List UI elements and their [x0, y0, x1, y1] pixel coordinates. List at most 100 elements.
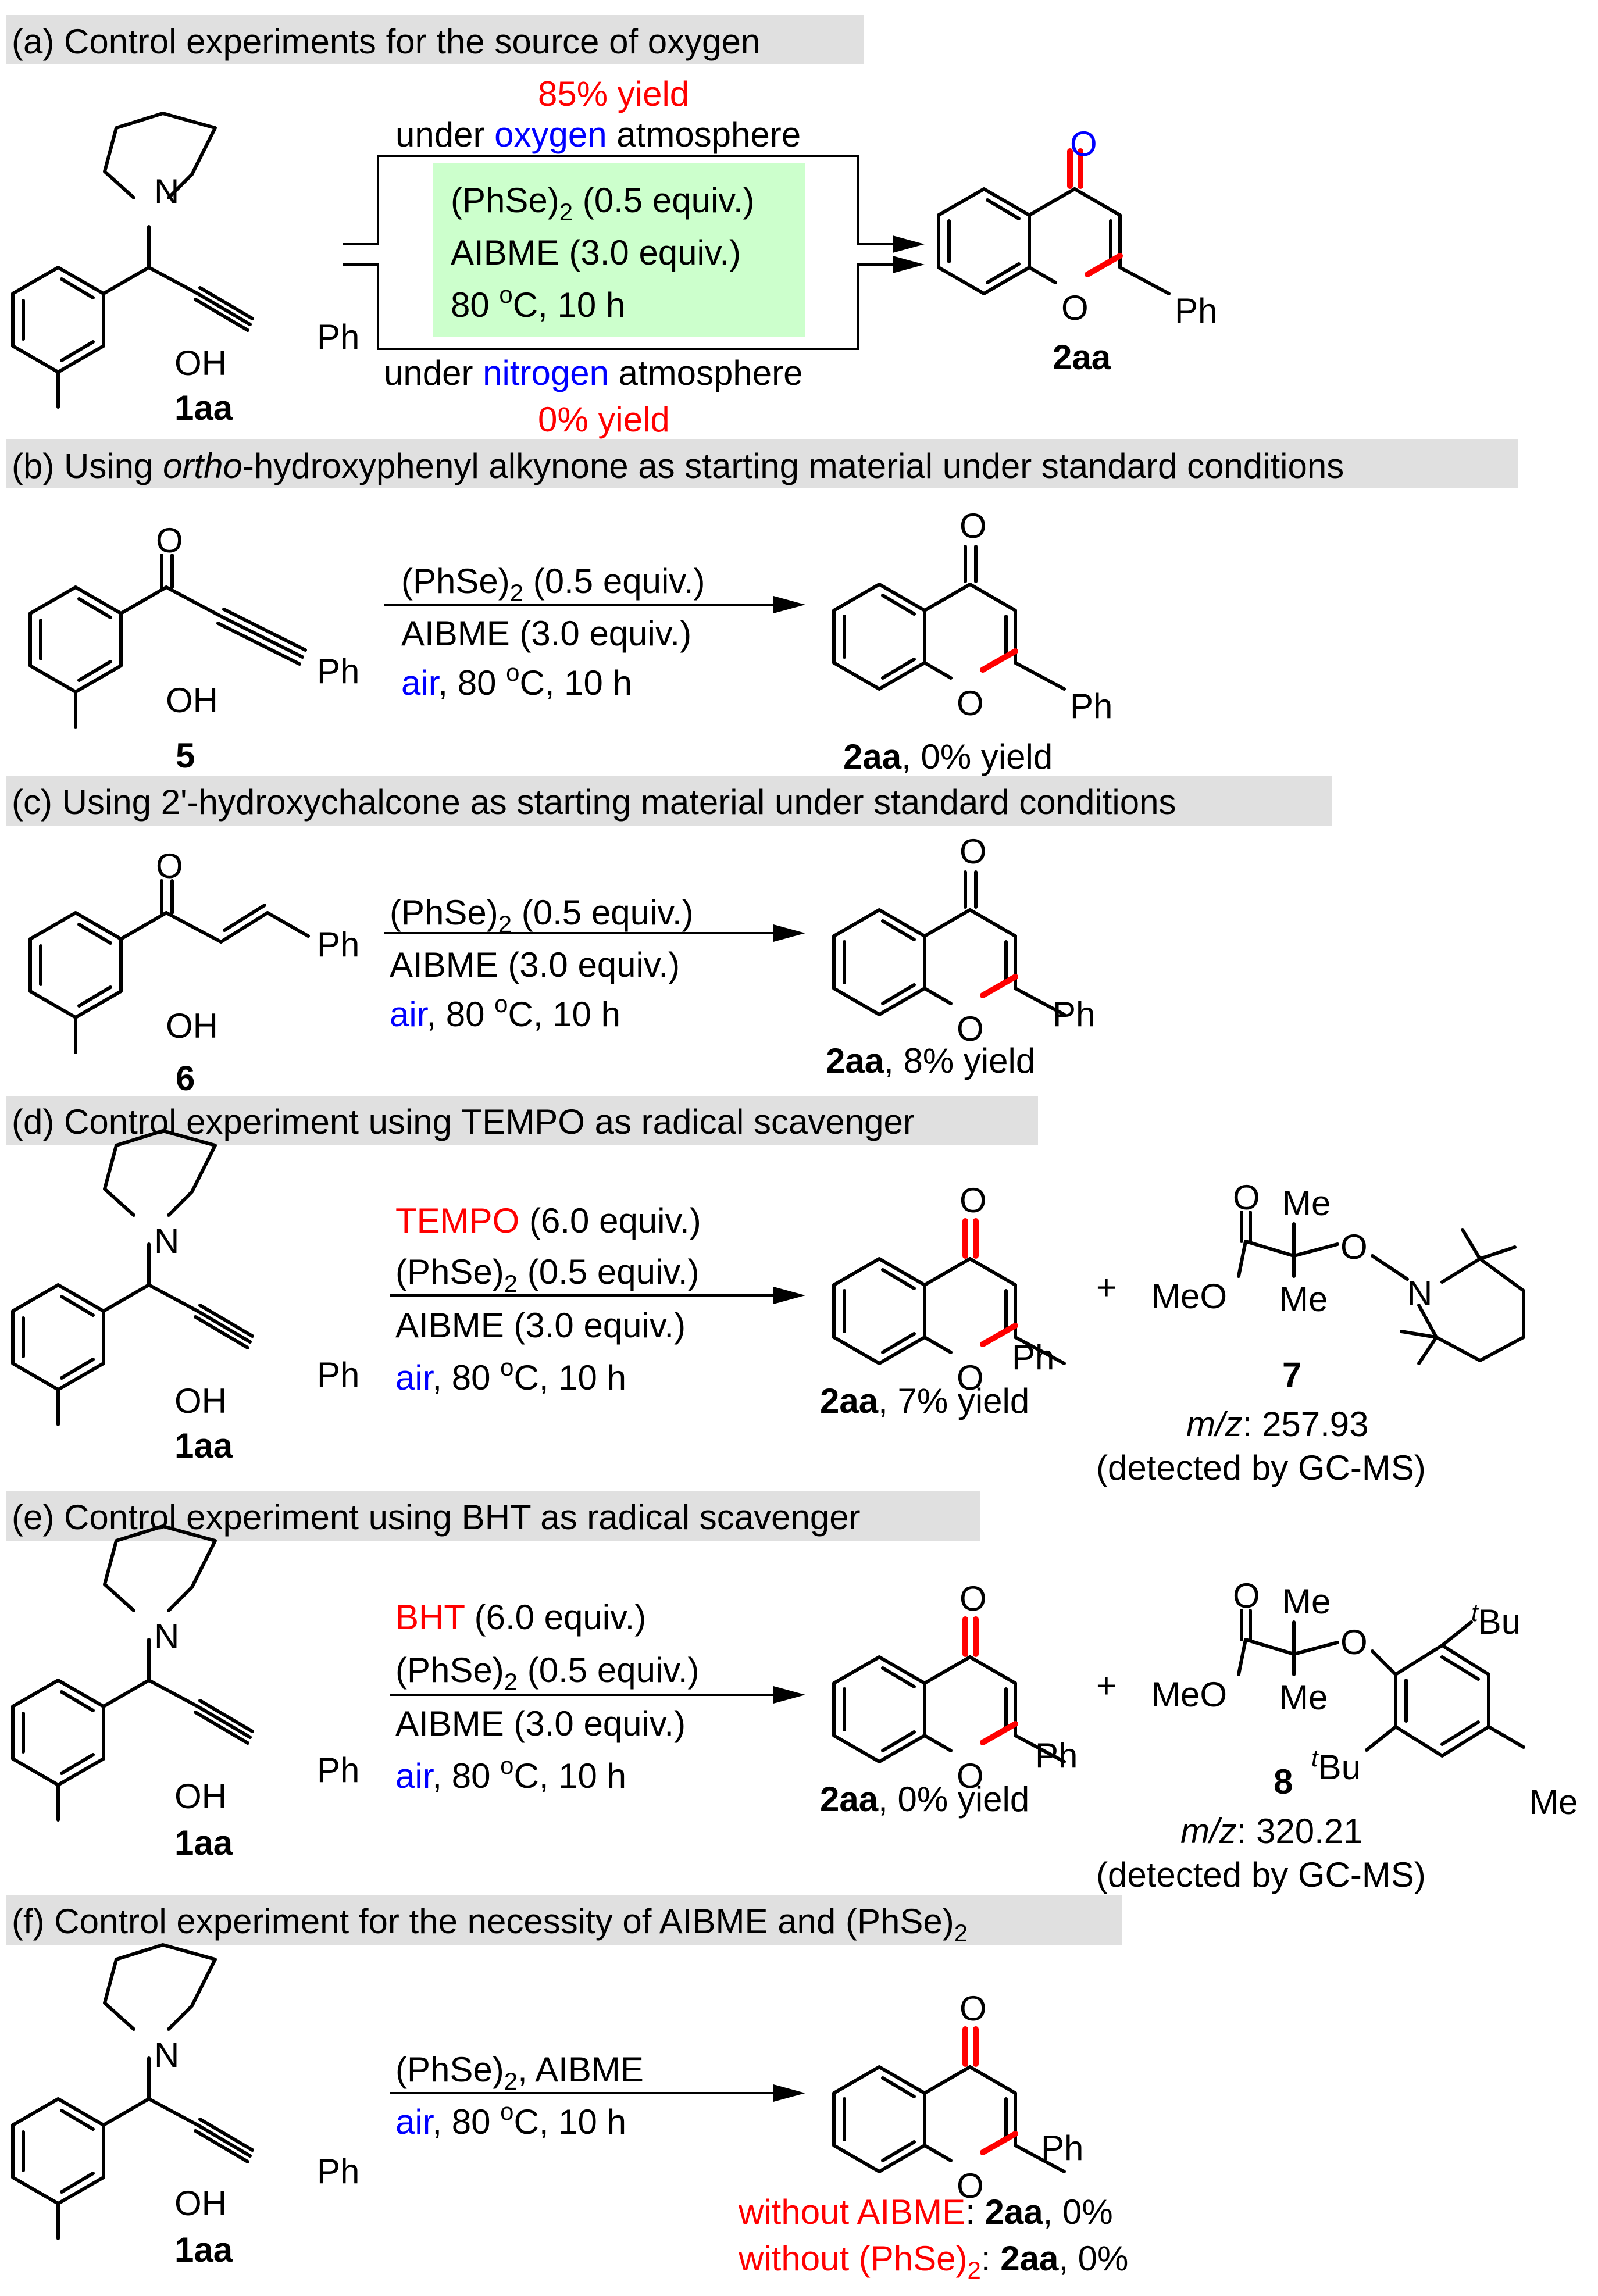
- panel-a-product-label: 2aa: [1053, 338, 1111, 377]
- panel-e-new-bond: [980, 1721, 1018, 1745]
- panel-a-top-path: [343, 155, 893, 245]
- panel-e-tbu-bottom: tBu: [1311, 1744, 1361, 1787]
- panel-a-cond3: 80 oC, 10 h: [451, 281, 625, 324]
- panel-e-mz: m/z: 320.21: [1180, 1812, 1363, 1851]
- panel-e-header-bg: [6, 1491, 980, 1541]
- panel-e-product-ph: Ph: [1035, 1736, 1078, 1775]
- panel-d-product-ring-o: O: [957, 1358, 984, 1397]
- panel-a-atm-top: under oxygen atmosphere: [395, 115, 801, 154]
- panel-b-arrowhead: [773, 596, 805, 613]
- panel-f-atom-n: N: [154, 2036, 179, 2074]
- panel-c-header: (c) Using 2'-hydroxychalcone as starting…: [12, 783, 1176, 822]
- panel-d-product-carbonyl-o: O: [959, 1181, 987, 1220]
- panel-d-adduct-me-top: Me: [1282, 1184, 1331, 1223]
- panel-c-alkene-4: [266, 911, 310, 938]
- panel-a-header-bg: [6, 15, 864, 64]
- panel-d-adduct-me-bottom: Me: [1279, 1280, 1328, 1319]
- panel-d-adduct-o-carbonyl: O: [1233, 1178, 1260, 1217]
- panel-f-product-carbonyl-o: O: [959, 1989, 987, 2028]
- panel-a-ring-o: O: [1061, 288, 1089, 327]
- panel-c-carbonyl: [965, 872, 976, 907]
- panel-f-header: (f) Control experiment for the necessity…: [12, 1902, 968, 1947]
- panel-f-cond3: air, 80 oC, 10 h: [395, 2098, 626, 2141]
- panel-a-top-arrowhead: [893, 235, 925, 253]
- panel-e-header: (e) Control experiment using BHT as radi…: [12, 1498, 861, 1537]
- panel-c-new-bond: [980, 974, 1018, 998]
- panel-b-alkyne-3: [222, 608, 307, 652]
- panel-e-atom-n: N: [154, 1617, 179, 1656]
- panel-d-mz: m/z: 257.93: [1186, 1405, 1369, 1444]
- panel-b-carbonyl-o: O: [156, 521, 183, 560]
- panel-f-cond1: (PhSe)2, AIBME: [395, 2050, 644, 2095]
- panel-d-atom-ph: Ph: [317, 1355, 359, 1394]
- panel-e-cond3: air, 80 oC, 10 h: [395, 1752, 626, 1795]
- panel-a-atom-oh: OH: [174, 344, 227, 383]
- panel-b-product-carbonyl-o: O: [959, 506, 987, 545]
- panel-f-header-bg: [6, 1895, 1122, 1945]
- panel-c-cond1: (PhSe)2 (0.5 equiv.): [390, 893, 693, 938]
- panel-f-result-2: without (PhSe)2: 2aa, 0%: [738, 2239, 1128, 2284]
- panel-e-sm-label: 1aa: [174, 1823, 233, 1862]
- panel-a-header: (a) Control experiments for the source o…: [12, 22, 760, 61]
- panel-b-oh: OH: [166, 681, 218, 720]
- panel-e-product-line: 2aa, 0% yield: [820, 1780, 1029, 1819]
- panel-a-product-ph: Ph: [1175, 291, 1217, 330]
- panel-e-carbonyl-red: [965, 1619, 976, 1654]
- panel-d-header: (d) Control experiment using TEMPO as ra…: [12, 1102, 915, 1141]
- panel-e-adduct-me-bottom: Me: [1279, 1678, 1328, 1717]
- panel-b-cond1: (PhSe)2 (0.5 equiv.): [401, 562, 705, 606]
- panel-e-adduct-o-carbonyl: O: [1233, 1576, 1260, 1615]
- panel-e-adduct-o: O: [1340, 1623, 1368, 1662]
- panel-c-product-ring-o: O: [957, 1009, 984, 1048]
- panel-a-condition-box: [433, 163, 805, 337]
- panel-e-product-ring-o: O: [957, 1756, 984, 1795]
- panel-e-detected: (detected by GC-MS): [1096, 1855, 1426, 1894]
- panel-e-plus: +: [1096, 1666, 1117, 1705]
- panel-a-cond1: (PhSe)2 (0.5 equiv.): [451, 181, 754, 226]
- panel-a-cond2: AIBME (3.0 equiv.): [451, 233, 741, 272]
- panel-e-cond2: AIBME (3.0 equiv.): [395, 1704, 686, 1743]
- panel-d-plus: +: [1096, 1268, 1117, 1307]
- panel-b-cond3: air, 80 oC, 10 h: [401, 659, 632, 702]
- panel-e-tbu-top: tBu: [1471, 1599, 1521, 1641]
- panel-d-header-bg: [6, 1096, 1038, 1145]
- panel-a-product: [939, 189, 1169, 294]
- panel-b-product-ring-o: O: [957, 684, 984, 723]
- panel-d-sm-label: 1aa: [174, 1426, 233, 1465]
- panel-e-cond1: (PhSe)2 (0.5 equiv.): [395, 1651, 699, 1695]
- panel-d-carbonyl-red: [965, 1221, 976, 1256]
- panel-b-header-bg: [6, 439, 1518, 488]
- panel-c-cond2: AIBME (3.0 equiv.): [390, 945, 680, 984]
- panel-c-product-ph: Ph: [1053, 995, 1095, 1034]
- panel-b-phenol-ring: [30, 587, 166, 727]
- panel-d-atom-oh: OH: [174, 1381, 227, 1420]
- panel-b-new-bond: [980, 648, 1018, 673]
- panel-f-atom-ph: Ph: [317, 2152, 359, 2191]
- panel-d-adduct-n: N: [1407, 1274, 1432, 1313]
- panel-a-yield-bottom: 0% yield: [538, 400, 670, 439]
- panel-f-atom-oh: OH: [174, 2184, 227, 2223]
- panel-c-oh: OH: [166, 1006, 218, 1045]
- panel-d-atom-n: N: [154, 1222, 179, 1261]
- panel-c-alkene-2: [219, 911, 269, 944]
- panel-d-adduct-label: 7: [1282, 1355, 1301, 1394]
- panel-c-sm-label: 6: [176, 1059, 195, 1098]
- panel-a-sm-label: 1aa: [174, 388, 233, 427]
- panel-c-ph: Ph: [317, 925, 359, 964]
- panel-d-detected: (detected by GC-MS): [1096, 1448, 1426, 1487]
- panel-d-new-bond: [980, 1323, 1018, 1347]
- panel-f-result-1: without AIBME: 2aa, 0%: [738, 2193, 1113, 2231]
- panel-b-carbonyl: [965, 547, 976, 581]
- panel-a-atm-bottom: under nitrogen atmosphere: [384, 353, 802, 392]
- panel-d-adduct-o: O: [1340, 1227, 1368, 1266]
- panel-f-product: [834, 2067, 1064, 2172]
- panel-d-starting-material: [13, 1131, 252, 1424]
- panel-b-product: [834, 584, 1064, 689]
- panel-f-sm-label: 1aa: [174, 2230, 233, 2269]
- panel-e-starting-material: [13, 1526, 252, 1820]
- panel-f-carbonyl-red: [965, 2029, 976, 2064]
- panel-e-arrowhead: [773, 1686, 805, 1704]
- panel-c-phenol-ring: [30, 913, 166, 1052]
- panel-c-alkene-3: [223, 904, 266, 932]
